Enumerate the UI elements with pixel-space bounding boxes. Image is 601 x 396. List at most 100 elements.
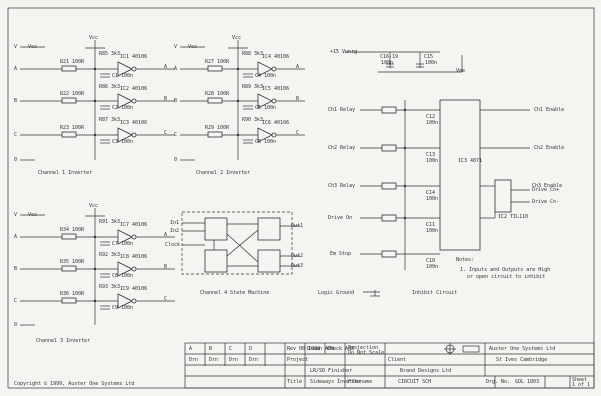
- ch2-rnet-1: R88 3k3: [242, 51, 264, 57]
- inh-supply-cap-val-2: 100n: [425, 60, 438, 66]
- ch3-rail-a: A: [14, 234, 18, 240]
- inh-cap-3: C14: [426, 190, 436, 196]
- inh-title: Inhibit Circuit: [412, 290, 458, 296]
- ch1-out-b: B: [164, 96, 168, 102]
- inh-cap-5: C10: [426, 258, 436, 264]
- ch1-rail-v: V: [14, 44, 18, 50]
- ch1-ic-2: IC2 40106: [120, 86, 148, 92]
- tb-drn-1: Drn: [189, 357, 199, 363]
- tb-sheet-no: 1 of 1: [572, 382, 591, 388]
- tb-projection: Projection: [348, 345, 379, 351]
- inh-supply-cap-1: C16-19: [380, 54, 399, 60]
- tb-rev-b: B: [209, 346, 213, 352]
- inh-cap-val-5: 100n: [426, 264, 439, 270]
- ch2-out-b: B: [296, 96, 300, 102]
- tb-checked: Check ANW: [327, 346, 355, 352]
- channel3-circuit: [20, 208, 175, 326]
- inh-input-5: Em Stop: [330, 251, 352, 257]
- ch2-rnet-3: R90 3k3: [242, 117, 264, 123]
- ch1-cap-1: C1 100n: [112, 73, 134, 79]
- title-block-grid: [184, 342, 595, 389]
- ch3-title: Channel 3 Inverter: [36, 338, 91, 344]
- ch3-resistor-1: R34 100R: [60, 227, 85, 233]
- tb-filename: CIRCUIT SCH: [398, 379, 432, 385]
- tb-drn-4: Drn: [249, 357, 259, 363]
- ch1-ic-3: IC3 40106: [120, 120, 148, 126]
- ch3-cap-2: C8 100n: [112, 273, 134, 279]
- ch2-resistor-2: R28 100R: [205, 91, 230, 97]
- ch3-resistor-3: R36 100R: [60, 291, 85, 297]
- notes-line-2: or open circuit to inhibit: [467, 274, 546, 280]
- inh-drive-out-2: Drive Cn-: [532, 199, 560, 205]
- ch3-out-b: B: [164, 264, 168, 270]
- inh-cap-1: C12: [426, 114, 436, 120]
- ch3-rnet-2: R92 3k3: [99, 252, 121, 258]
- tb-drg-label: Drg. No.: [486, 379, 511, 385]
- ch1-resistor-3: R23 100R: [60, 125, 85, 131]
- inh-output-3: Ch3 Enable: [532, 183, 563, 189]
- tb-rev-a: A: [189, 346, 193, 352]
- inhibit-circuit: [345, 51, 530, 270]
- ch1-vcc-in: Vcc: [28, 44, 38, 50]
- ch3-ic-1: IC7 40106: [120, 222, 148, 228]
- inh-output-2: Ch2 Enable: [534, 145, 565, 151]
- sm-output-1: Out1: [291, 223, 304, 229]
- ch1-out-a: A: [164, 64, 168, 70]
- tb-drn-3: Drn: [229, 357, 239, 363]
- tb-drg-no: GOL 1003: [515, 379, 540, 385]
- ch3-vcc: Vcc: [89, 203, 99, 209]
- ch3-ic-2: IC8 40106: [120, 254, 148, 260]
- ch3-out-c: C: [164, 296, 168, 302]
- logic-ground-symbol: [363, 290, 380, 297]
- inh-cap-val-3: 100n: [426, 196, 439, 202]
- ch1-rnet-1: R85 3k3: [99, 51, 121, 57]
- tb-address: St Ives Cambridge: [496, 357, 548, 363]
- tb-drn-2: Drn: [209, 357, 219, 363]
- ch3-rnet-3: R93 3k3: [99, 284, 121, 290]
- inh-output-1: Ch1 Enable: [534, 107, 565, 113]
- channel1-circuit: [20, 40, 175, 161]
- logic-ground-label: Logic Ground: [318, 290, 355, 296]
- inh-vee: Vee: [456, 68, 466, 74]
- inh-cap-val-4: 100n: [426, 228, 439, 234]
- ch1-ic-1: IC1 40106: [120, 54, 148, 60]
- ch3-rail-c: C: [14, 298, 18, 304]
- ch1-rail-c: C: [14, 132, 18, 138]
- sm-output-2: Out2: [291, 253, 304, 259]
- ch2-vcc: Vcc: [232, 35, 242, 41]
- ch1-cap-2: C2 100n: [112, 105, 134, 111]
- ch2-out-a: A: [296, 64, 300, 70]
- inh-input-4: Drive On: [328, 215, 353, 221]
- sm-input-clock: Clock: [165, 242, 181, 248]
- inh-opto-label: IC2 TIL110: [498, 214, 529, 220]
- ch3-rnet-1: R91 3k3: [99, 219, 121, 225]
- state-machine-circuit: [181, 211, 300, 275]
- tb-project: LR/SD Finisher: [310, 368, 353, 374]
- inh-drive-out-1: Drive Cn+: [532, 187, 560, 193]
- sm-title: Channel 4 State Machine: [200, 290, 270, 296]
- tb-title: Sideways Inverter: [310, 379, 362, 385]
- ch3-rail-b: B: [14, 266, 18, 272]
- ch2-ic-2: IC5 40106: [262, 86, 290, 92]
- ch1-rail-0: 0: [14, 157, 18, 163]
- tb-rev-d: D: [249, 346, 253, 352]
- inh-supply-cap-val-1: 100n: [381, 60, 394, 66]
- ch2-vcc-in: Vcc: [188, 44, 198, 50]
- ch1-resistor-1: R21 100R: [60, 59, 85, 65]
- tb-client: Brand Designs Ltd: [400, 368, 452, 374]
- ch2-ic-1: IC4 40106: [262, 54, 290, 60]
- ch2-cap-2: C5 100n: [255, 105, 277, 111]
- ch2-ic-3: IC6 40106: [262, 120, 290, 126]
- sm-output-3: Out3: [291, 263, 304, 269]
- sm-input-2: In2: [170, 228, 180, 234]
- tb-drawn: Drawn ANW: [307, 346, 335, 352]
- ch3-resistor-2: R35 100R: [60, 259, 85, 265]
- ch1-rail-a: A: [14, 66, 18, 72]
- inh-cap-val-1: 100n: [426, 120, 439, 126]
- tb-company: Auster One Systems Ltd: [489, 346, 556, 352]
- sm-input-1: In1: [170, 220, 180, 226]
- ch2-cap-1: C4 100n: [255, 73, 277, 79]
- ch3-cap-3: C9 100n: [112, 305, 134, 311]
